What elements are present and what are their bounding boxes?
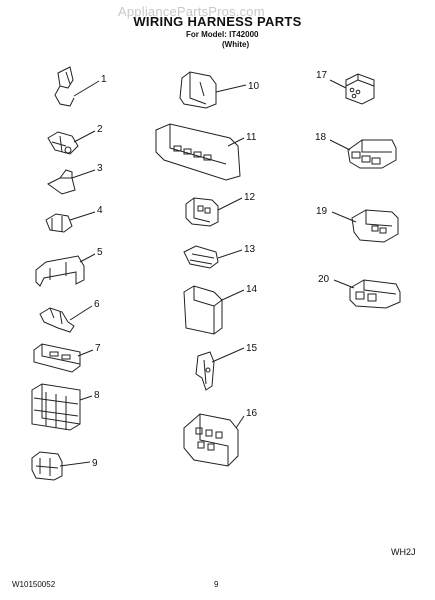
part-20: 20 [318, 274, 401, 309]
part-label-15: 15 [246, 343, 258, 354]
part-15: 15 [195, 343, 258, 391]
part-7: 7 [33, 343, 101, 373]
part-label-18: 18 [315, 132, 327, 143]
part-label-16: 16 [246, 408, 258, 419]
part-13: 13 [183, 244, 256, 269]
part-3: 3 [47, 163, 103, 195]
part-10: 10 [179, 71, 260, 109]
diagram-code: WH2J [391, 547, 416, 557]
part-11: 11 [155, 123, 257, 181]
part-9: 9 [31, 451, 98, 481]
part-label-20: 20 [318, 274, 330, 285]
document-number: W10150052 [12, 580, 56, 589]
part-label-3: 3 [97, 163, 103, 174]
part-5: 5 [35, 247, 103, 287]
part-label-5: 5 [97, 247, 103, 258]
page-number: 9 [214, 580, 219, 589]
part-4: 4 [45, 205, 103, 233]
watermark: AppliancePartsPros.com [118, 4, 265, 19]
page-title: WIRING HARNESS PARTS [133, 14, 302, 29]
part-17: 17 [316, 70, 375, 105]
part-label-14: 14 [246, 284, 258, 295]
part-1: 1 [54, 66, 107, 107]
part-8: 8 [31, 383, 100, 431]
color-line: (White) [222, 40, 250, 49]
part-label-9: 9 [92, 458, 98, 469]
part-6: 6 [39, 299, 100, 333]
part-label-19: 19 [316, 206, 328, 217]
part-16: 16 [183, 408, 258, 467]
part-label-13: 13 [244, 244, 256, 255]
part-label-6: 6 [94, 299, 100, 310]
part-14: 14 [183, 284, 258, 335]
part-label-1: 1 [101, 74, 107, 85]
part-label-17: 17 [316, 70, 328, 81]
part-label-12: 12 [244, 192, 256, 203]
part-19: 19 [316, 206, 399, 243]
part-label-4: 4 [97, 205, 103, 216]
model-line: For Model: IT42000 [186, 30, 259, 39]
part-label-7: 7 [95, 343, 101, 354]
part-label-11: 11 [246, 132, 257, 143]
part-label-2: 2 [97, 124, 103, 135]
part-12: 12 [185, 192, 256, 227]
part-2: 2 [47, 124, 103, 155]
part-label-10: 10 [248, 81, 260, 92]
part-label-8: 8 [94, 390, 100, 401]
part-18: 18 [315, 132, 397, 169]
